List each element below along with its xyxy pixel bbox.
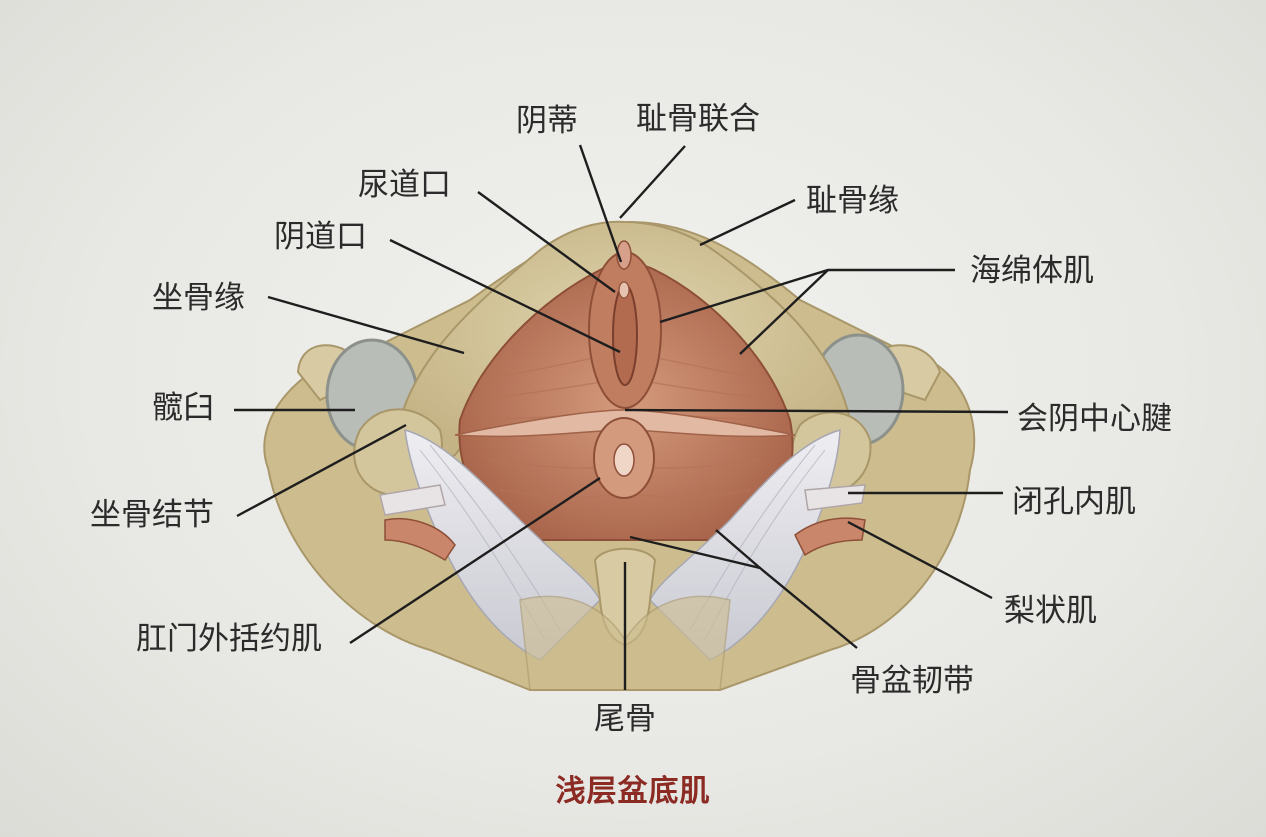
anal-opening xyxy=(613,443,635,477)
label-acetabulum: 髋臼 xyxy=(152,390,214,426)
label-bulbospongiosus: 海绵体肌 xyxy=(970,253,1094,289)
label-perineal-body: 会阴中心腱 xyxy=(1017,401,1172,437)
label-pelvic-ligament: 骨盆韧带 xyxy=(850,663,974,699)
label-urethral-orifice: 尿道口 xyxy=(358,167,451,203)
leader-pubic-margin xyxy=(699,198,796,247)
leader-urethral-orifice xyxy=(477,191,616,293)
label-ischial-tuberosity: 坐骨结节 xyxy=(90,497,214,533)
obturator-muscle-right xyxy=(804,484,866,511)
label-ischial-margin: 坐骨缘 xyxy=(152,280,245,316)
label-clitoris: 阴蒂 xyxy=(516,103,578,139)
leader-piriformis xyxy=(847,520,993,600)
label-coccyx: 尾骨 xyxy=(594,701,656,737)
obturator-muscle-left xyxy=(379,484,446,516)
urethral-opening xyxy=(618,281,630,299)
piriformis-left xyxy=(384,518,456,562)
leader-clitoris xyxy=(578,144,623,263)
label-pubic-margin: 耻骨缘 xyxy=(806,183,899,219)
label-vaginal-orifice: 阴道口 xyxy=(274,219,367,255)
leader-ischial-margin xyxy=(267,295,465,355)
vaginal-opening xyxy=(612,284,638,386)
label-piriformis: 梨状肌 xyxy=(1004,593,1097,629)
leader-pubic-symphysis xyxy=(619,145,686,219)
leader-pelvic-ligament-2 xyxy=(715,529,761,569)
label-external-anal-sphincter: 肛门外括约肌 xyxy=(136,621,322,657)
figure-caption: 浅层盆底肌 xyxy=(555,774,711,809)
label-obturator-internus: 闭孔内肌 xyxy=(1012,484,1136,520)
label-pubic-symphysis: 耻骨联合 xyxy=(636,101,760,137)
leader-ischial-tuberosity xyxy=(236,423,407,518)
leader-anal-sphincter xyxy=(349,476,601,645)
leader-lines xyxy=(234,144,1009,690)
leader-bulbospongiosus-2 xyxy=(739,269,829,355)
leader-vaginal-orifice xyxy=(389,238,621,354)
leader-perineal-body xyxy=(624,408,1009,414)
